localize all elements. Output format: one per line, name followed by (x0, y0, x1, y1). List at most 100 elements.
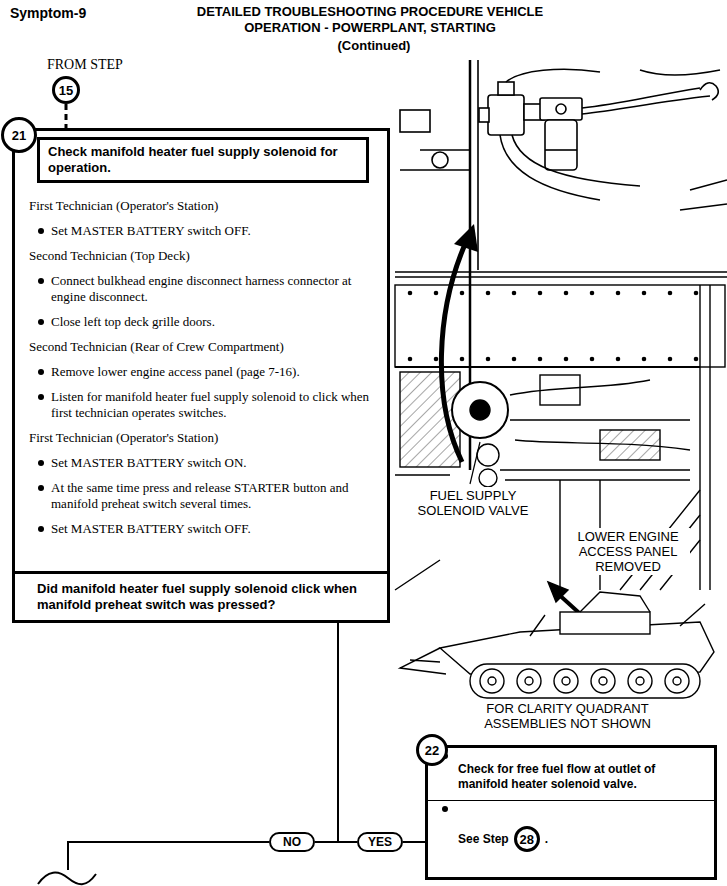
illustration-part (548, 582, 568, 602)
instruction-item: Set MASTER BATTERY switch ON. (29, 455, 375, 471)
answer-text: YES (368, 835, 392, 849)
note: FOR CLARITY QUADRANT ASSEMBLIES NOT SHOW… (463, 700, 672, 732)
step-heading: Check manifold heater fuel supply soleno… (37, 137, 369, 183)
instruction-item: Set MASTER BATTERY switch OFF. (29, 223, 375, 239)
question-text: Did manifold heater fuel supply solenoid… (37, 581, 357, 612)
illustration-part (400, 648, 446, 674)
bullet (38, 460, 44, 466)
instruction-text: See Step (458, 832, 509, 847)
illustration-part (540, 98, 582, 120)
instruction-item: Listen for manifold heater fuel supply s… (29, 389, 375, 421)
technician-heading: First Technician (Operator's Station) (29, 430, 375, 446)
step-reference: 28 (514, 826, 540, 852)
illustration-part (479, 108, 489, 122)
illustration-part (434, 357, 437, 360)
flow-line (403, 841, 425, 843)
step-heading: FROM STEP (47, 57, 123, 73)
step-body: First Technician (Operator's Station) Set… (15, 183, 387, 537)
illustration-part (560, 612, 650, 634)
step-number-text: 15 (59, 83, 73, 98)
illustration-part (564, 357, 567, 360)
illustration-part (460, 291, 463, 294)
instruction-text: Listen for manifold heater fuel supply s… (51, 389, 369, 420)
bullet (38, 485, 44, 491)
instruction-text: Check for free fuel flow at outlet of ma… (458, 762, 655, 791)
illustration-part (545, 120, 577, 170)
page-title: DETAILED TROUBLESHOOTING PROCEDURE VEHIC… (190, 4, 550, 36)
technician-heading: Second Technician (Rear of Crew Compartm… (29, 339, 375, 355)
illustration-part (517, 669, 541, 693)
illustration-part (479, 469, 497, 487)
illustration-part (590, 357, 593, 360)
illustration-part (460, 357, 463, 360)
instruction-text: Set MASTER BATTERY switch OFF. (51, 223, 251, 238)
step-number-text: 21 (12, 128, 26, 143)
illustration-part (452, 382, 508, 438)
illustration-part (642, 357, 645, 360)
instruction-item: Set MASTER BATTERY switch OFF. (29, 521, 375, 537)
illustration-part (512, 357, 515, 360)
illustration-part (680, 180, 727, 210)
bullet (38, 228, 44, 234)
illustration-part (400, 150, 470, 170)
solenoid-detail (400, 60, 727, 470)
bullet (442, 806, 448, 812)
instruction-text: At the same time press and release START… (51, 480, 348, 511)
illustration-part (668, 357, 671, 360)
illustration-part (599, 677, 607, 685)
illustration-part (486, 357, 489, 360)
illustration-part (642, 291, 645, 294)
illustration-part (498, 82, 514, 95)
illustration-part (582, 96, 710, 114)
illustration-part (434, 291, 437, 294)
illustration-part (590, 291, 593, 294)
illustration-part (694, 357, 697, 360)
illustration-part (454, 224, 478, 252)
illustration-part (665, 669, 689, 693)
decision-box: Did manifold heater fuel supply solenoid… (15, 571, 387, 620)
illustration-part (580, 592, 650, 612)
instruction-item: Remove lower engine access panel (page 7… (29, 364, 375, 380)
technician-text: Second Technician (Top Deck) (29, 248, 190, 263)
illustration-part (441, 242, 466, 462)
illustration-part (694, 291, 697, 294)
illustration-part (616, 291, 619, 294)
illustration-part (477, 444, 499, 466)
illustration-part (709, 285, 710, 590)
part-label: LOWER ENGINE ACCESS PANEL REMOVED (566, 528, 690, 575)
illustration-part (470, 400, 490, 420)
illustration-part (480, 669, 504, 693)
leader-line (470, 442, 480, 484)
symptom-number: Symptom-9 (8, 4, 88, 22)
step-number: 21 (1, 117, 37, 153)
illustration-part (668, 291, 671, 294)
illustration-part (488, 677, 496, 685)
illustration-part (488, 95, 524, 135)
view-arrow (441, 224, 480, 484)
bullet (38, 369, 44, 375)
technician-text: First Technician (Operator's Station) (29, 430, 218, 445)
instruction-text: Close left top deck grille doors. (51, 314, 215, 329)
technician-heading: First Technician (Operator's Station) (29, 198, 375, 214)
illustration-part (477, 60, 479, 270)
illustration-part (408, 291, 411, 294)
vehicle-sketch (400, 582, 714, 698)
illustration-part (562, 677, 570, 685)
continuation-line (38, 842, 269, 884)
instruction-item: At the same time press and release START… (29, 480, 375, 512)
reference-slot: 28 (514, 826, 540, 852)
part-label: FUEL SUPPLY SOLENOID VALVE (405, 487, 541, 519)
illustration-part (512, 135, 640, 186)
instruction-text: . (545, 832, 548, 847)
instruction-text: Connect bulkhead engine disconnect harne… (51, 273, 351, 304)
illustration-part (400, 110, 430, 132)
illustration-part (540, 375, 580, 405)
illustration-part (506, 69, 600, 82)
instruction-text: Set MASTER BATTERY switch ON. (51, 455, 247, 470)
illustration-part (538, 357, 541, 360)
illustration-part (38, 873, 96, 885)
illustration-part (640, 70, 720, 75)
illustration-part (500, 135, 600, 200)
illustration-part (554, 669, 578, 693)
illustration-part (408, 357, 411, 360)
